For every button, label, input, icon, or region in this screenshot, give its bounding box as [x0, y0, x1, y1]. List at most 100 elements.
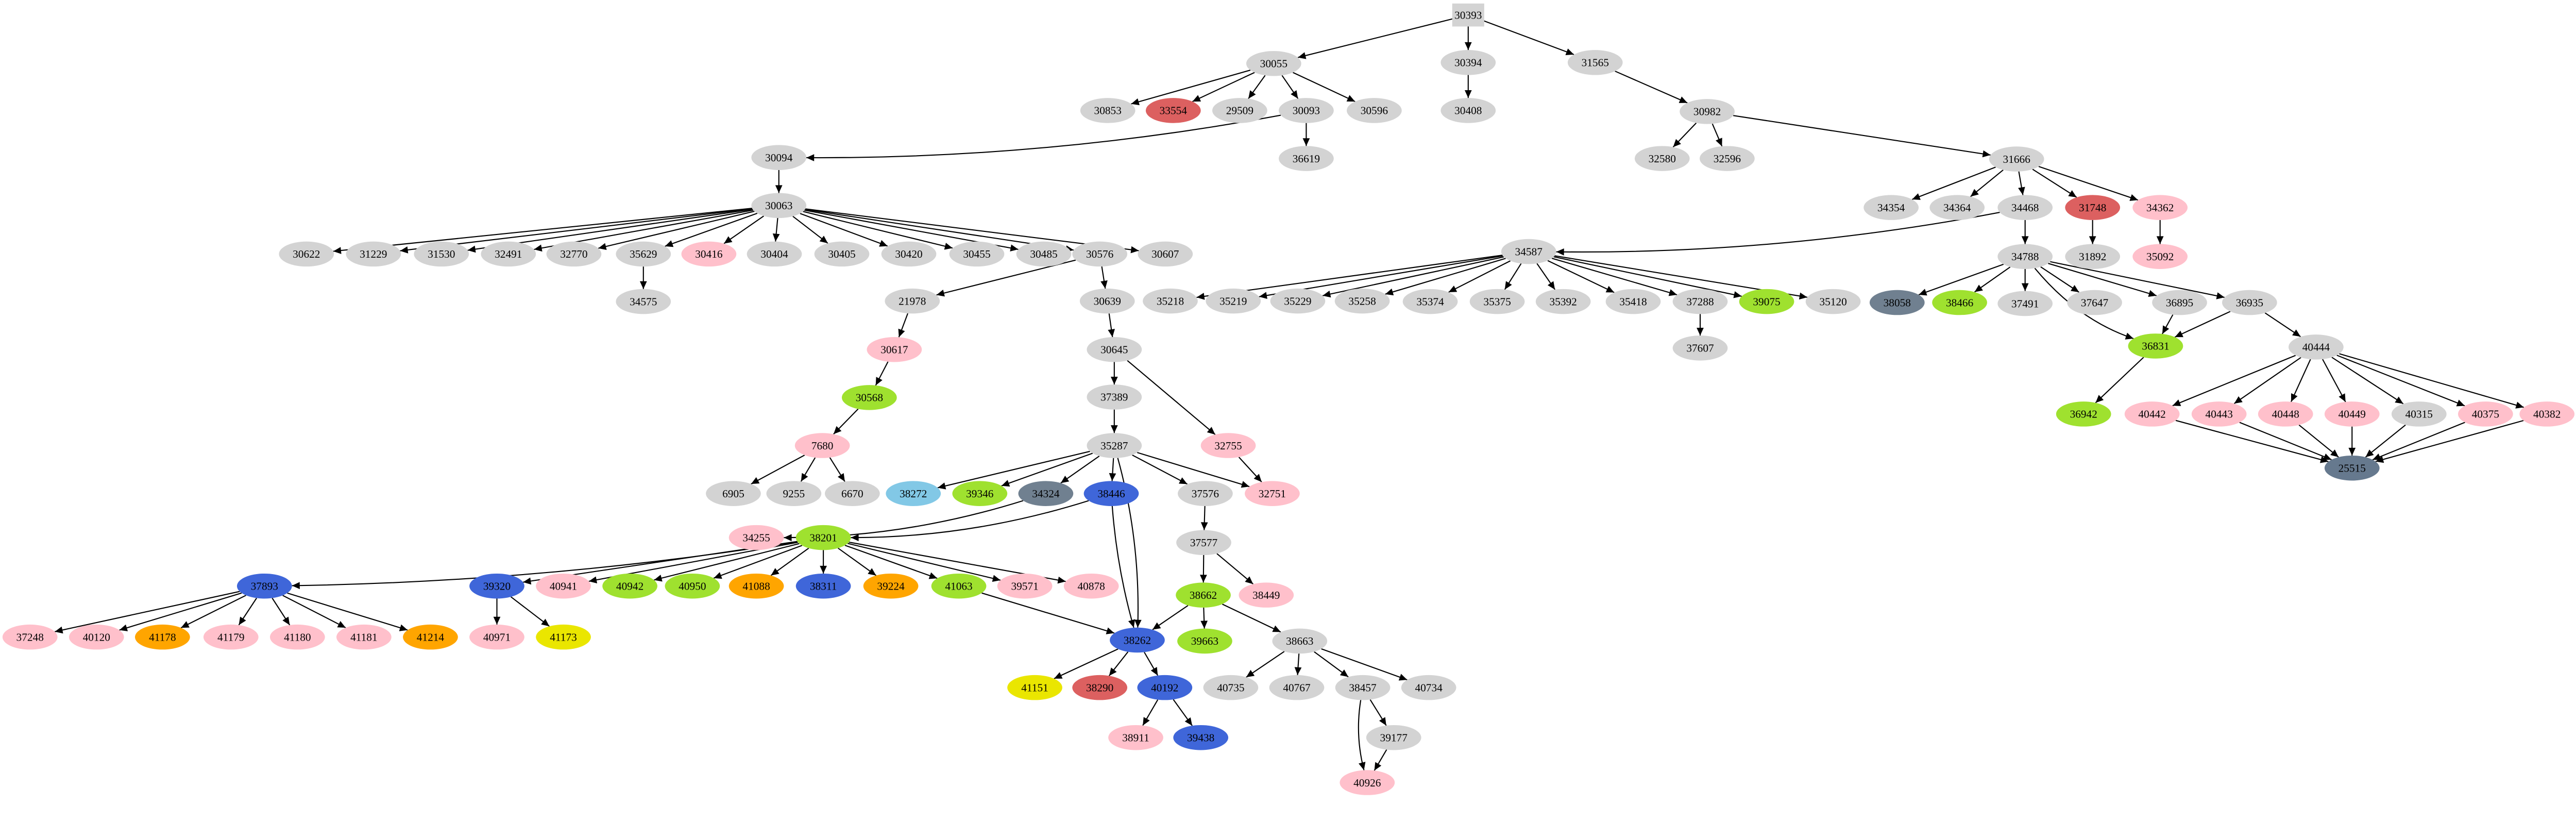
graph-node-37288: 37288 — [1672, 289, 1728, 314]
graph-node-41178: 41178 — [134, 624, 190, 650]
node-ellipse-shape — [1997, 244, 2053, 270]
graph-node-6670: 6670 — [825, 481, 880, 506]
graph-node-30645: 30645 — [1087, 337, 1142, 362]
edge-37893-41181 — [282, 595, 346, 628]
node-ellipse-shape — [1177, 628, 1232, 654]
node-ellipse-shape — [1110, 627, 1165, 653]
node-ellipse-shape — [69, 624, 124, 650]
node-ellipse-shape — [1672, 335, 1728, 361]
node-ellipse-shape — [1178, 481, 1233, 506]
graph-node-35629: 35629 — [616, 241, 671, 267]
node-ellipse-shape — [1137, 675, 1193, 700]
node-ellipse-shape — [1272, 628, 1328, 654]
edge-37576-37577 — [1200, 506, 1208, 530]
node-ellipse-shape — [279, 241, 334, 267]
edge-38446-38201 — [851, 500, 1089, 542]
edge-21978-30617 — [898, 313, 908, 338]
graph-node-35287: 35287 — [1087, 433, 1142, 458]
node-ellipse-shape — [1335, 675, 1391, 700]
node-ellipse-shape — [2128, 333, 2183, 359]
node-ellipse-shape — [1672, 289, 1728, 314]
edge-40443-25515 — [2239, 422, 2332, 460]
node-ellipse-shape — [747, 241, 802, 267]
node-ellipse-shape — [2391, 401, 2447, 427]
edge-40444-40375 — [2336, 355, 2465, 407]
edge-32755-32751 — [1238, 457, 1262, 483]
edge-30093-30094 — [806, 114, 1281, 161]
edge-34587-35418 — [1547, 260, 1615, 293]
node-ellipse-shape — [1501, 239, 1556, 264]
graph-node-35374: 35374 — [1402, 289, 1458, 314]
edge-30393-30055 — [1297, 18, 1454, 59]
graph-node-41063: 41063 — [931, 573, 987, 599]
node-ellipse-shape — [1176, 582, 1231, 608]
graph-node-38272: 38272 — [886, 481, 941, 506]
node-ellipse-shape — [2132, 195, 2188, 220]
edge-31666-34362 — [2038, 166, 2139, 201]
node-ellipse-shape — [1087, 337, 1142, 362]
edge-30982-32580 — [1672, 122, 1697, 148]
node-ellipse-shape — [414, 241, 469, 267]
node-ellipse-shape — [1200, 433, 1256, 458]
node-ellipse-shape — [2458, 401, 2513, 427]
graph-node-39224: 39224 — [863, 573, 919, 599]
edge-38663-40734 — [1321, 648, 1408, 681]
graph-node-30455: 30455 — [949, 241, 1005, 267]
node-ellipse-shape — [1805, 289, 1861, 314]
edge-38262-38290 — [1108, 651, 1129, 677]
graph-node-38663: 38663 — [1272, 628, 1328, 654]
graph-node-34587: 34587 — [1501, 239, 1556, 264]
edge-30639-30645 — [1108, 313, 1115, 338]
node-ellipse-shape — [1334, 288, 1390, 314]
node-ellipse-shape — [1016, 241, 1072, 267]
edge-40448-25515 — [2298, 424, 2339, 458]
edge-31666-34364 — [1970, 169, 2004, 197]
node-ellipse-shape — [825, 481, 880, 506]
node-ellipse-shape — [1869, 290, 1925, 315]
edge-30063-30420 — [800, 213, 888, 247]
node-ellipse-shape — [728, 525, 784, 550]
graph-node-31229: 31229 — [346, 241, 401, 267]
edge-34587-35392 — [1536, 263, 1556, 290]
node-ellipse-shape — [881, 241, 937, 267]
edge-38201-39571 — [848, 543, 1001, 582]
edge-layer — [55, 18, 2524, 771]
graph-node-35375: 35375 — [1469, 289, 1525, 314]
graph-node-40120: 40120 — [69, 624, 124, 650]
edge-38262-40192 — [1144, 651, 1159, 676]
node-ellipse-shape — [236, 573, 292, 599]
graph-node-30416: 30416 — [681, 241, 737, 267]
graph-node-31892: 31892 — [2065, 244, 2121, 270]
graph-node-32755: 32755 — [1200, 433, 1256, 458]
graph-node-34354: 34354 — [1863, 195, 1919, 220]
node-ellipse-shape — [751, 193, 807, 219]
graph-node-35392: 35392 — [1535, 289, 1591, 314]
edge-34788-38058 — [1918, 263, 2004, 296]
node-ellipse-shape — [1083, 481, 1139, 506]
graph-node-37389: 37389 — [1087, 384, 1142, 410]
edge-38662-38663 — [1222, 603, 1281, 633]
node-ellipse-shape — [2056, 401, 2111, 427]
graph-node-40192: 40192 — [1137, 675, 1193, 700]
node-ellipse-shape — [1997, 291, 2053, 316]
edge-38663-40767 — [1294, 653, 1302, 675]
edge-34587-35375 — [1504, 263, 1522, 290]
graph-node-32751: 32751 — [1245, 481, 1300, 506]
graph-node-25515: 25515 — [2324, 455, 2380, 481]
edge-34788-37647 — [2040, 266, 2080, 293]
graph-node-30485: 30485 — [1016, 241, 1072, 267]
node-ellipse-shape — [886, 481, 941, 506]
edge-38201-40950 — [713, 545, 803, 579]
node-ellipse-shape — [2289, 334, 2344, 360]
edge-34587-35258 — [1385, 258, 1506, 296]
node-ellipse-shape — [346, 241, 401, 267]
edge-40382-25515 — [2375, 420, 2524, 463]
node-ellipse-shape — [997, 573, 1053, 599]
graph-node-9255: 9255 — [766, 481, 822, 506]
node-ellipse-shape — [269, 624, 325, 650]
node-ellipse-shape — [2152, 290, 2207, 315]
node-ellipse-shape — [134, 624, 190, 650]
graph-node-35229: 35229 — [1270, 288, 1326, 314]
graph-node-40950: 40950 — [665, 573, 720, 599]
graph-node-37248: 37248 — [2, 624, 58, 650]
